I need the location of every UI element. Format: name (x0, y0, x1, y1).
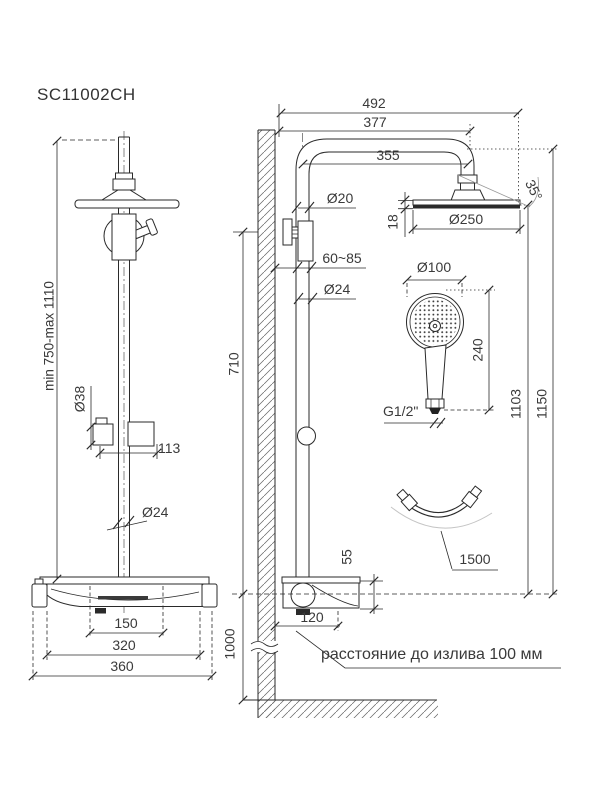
dim-320-label: 320 (112, 637, 136, 653)
model-number: SC11002CH (37, 85, 136, 104)
dim-height-range-label: min 750-max 1110 (41, 281, 57, 391)
overhead-shower-front (100, 189, 148, 201)
thread-size-label: G1/2" (383, 403, 419, 419)
dim-head-diameter-label: Ø250 (448, 211, 484, 227)
dim-body-height-label: 55 (338, 549, 355, 565)
dim-hose-length-label: 1500 (459, 551, 491, 567)
dim-1150-label: 1150 (533, 388, 550, 420)
side-view-drawing (232, 104, 561, 718)
mixer-body-front (31, 576, 218, 614)
dim-holder-offset-label: 113 (158, 440, 181, 456)
dim-arm-diameter-label: Ø20 (326, 190, 354, 206)
spout-distance-note: расстояние до излива 100 мм (321, 646, 543, 663)
wall-bracket (282, 218, 314, 262)
dim-150-label: 150 (114, 615, 138, 631)
dim-360-label: 360 (110, 658, 134, 674)
dim-492-label: 492 (362, 95, 386, 111)
dim-handshower-length-label: 240 (469, 338, 486, 362)
hand-shower-holder (92, 423, 114, 446)
dim-355-label: 355 (376, 147, 400, 163)
dim-1103-label: 1103 (507, 388, 524, 420)
front-view-drawing (28, 131, 218, 681)
shower-hose (390, 485, 493, 529)
dim-holder-diameter-label: Ø38 (71, 385, 88, 413)
dim-bracket-range-label: 60~85 (322, 250, 362, 266)
dim-floor-height-label: 1000 (221, 628, 238, 660)
dim-column-height-label: 710 (225, 352, 242, 376)
dim-handshower-diameter-label: Ø100 (416, 259, 452, 275)
dim-pipe-diameter-front-label: Ø24 (142, 504, 169, 520)
dim-column-diameter-label: Ø24 (323, 281, 351, 297)
dim-377-label: 377 (363, 114, 387, 130)
dim-spout-depth-label: 120 (300, 609, 324, 625)
hand-shower (406, 293, 464, 414)
overhead-shower-side (412, 174, 521, 209)
wall-section (257, 129, 276, 718)
floor-section (243, 699, 438, 718)
dim-head-thickness-label: 18 (384, 214, 401, 230)
dimension-lines (233, 104, 561, 700)
mixer-body-side (281, 576, 361, 615)
